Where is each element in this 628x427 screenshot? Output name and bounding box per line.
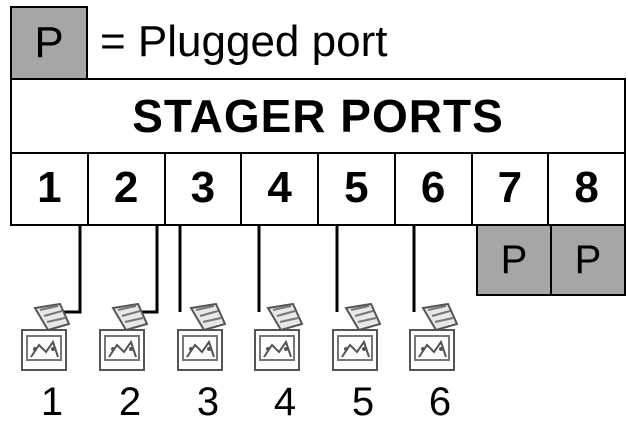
device-label-1: 1: [40, 380, 64, 424]
port-1: 1: [12, 152, 89, 224]
legend-text: = Plugged port: [100, 17, 388, 66]
device-6-icon: [409, 303, 458, 371]
legend-plugged-symbol: P: [10, 6, 88, 78]
port-8: 8: [574, 163, 599, 212]
port-3: 3: [166, 152, 243, 224]
device-label-5: 5: [351, 380, 375, 424]
port-7: 7: [473, 152, 550, 224]
device-2-icon: [99, 303, 148, 371]
port-number-row: 1 2 3 4 5 6 7 8: [10, 152, 626, 226]
device-3-icon: [177, 303, 226, 371]
plugged-port-8: P: [552, 226, 624, 294]
device-4-icon: [254, 303, 303, 371]
connection-lines: [56, 226, 416, 314]
stager-ports-title: STAGER PORTS: [10, 78, 626, 154]
device-1-icon: [21, 303, 70, 371]
plugged-ports-row: P P: [476, 224, 626, 296]
device-5-icon: [332, 303, 381, 371]
device-label-6: 6: [428, 380, 452, 424]
port-4: 4: [242, 152, 319, 224]
connection-line-2: [134, 226, 159, 314]
connection-line-1: [56, 226, 82, 314]
port-2: 2: [89, 152, 166, 224]
device-label-3: 3: [196, 380, 220, 424]
port-5: 5: [319, 152, 396, 224]
device-label-4: 4: [273, 380, 297, 424]
device-label-2: 2: [118, 380, 142, 424]
port-6: 6: [396, 152, 473, 224]
plugged-port-7: P: [478, 226, 552, 294]
